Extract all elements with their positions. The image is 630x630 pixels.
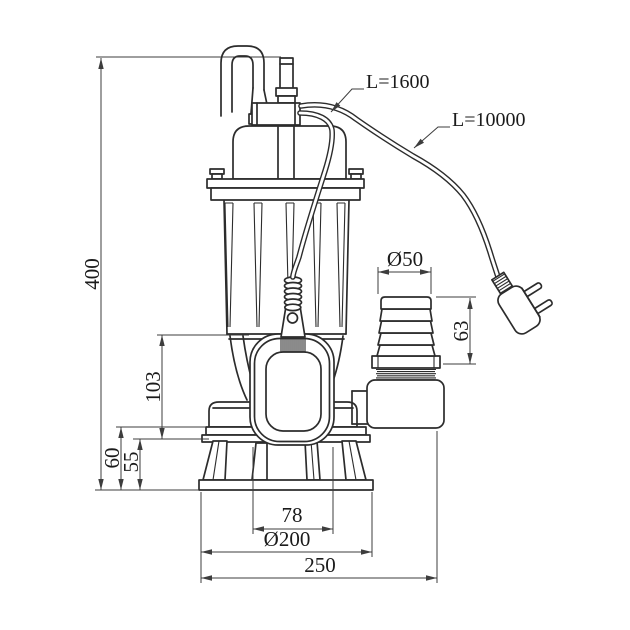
thread (376, 368, 436, 381)
dim-label-d200: Ø200 (264, 527, 311, 551)
dim-overall-width: 250 (201, 431, 438, 583)
discharge-pipe (351, 390, 369, 425)
rod-guide-tube (277, 126, 295, 179)
dim-label-55: 55 (119, 452, 143, 473)
dim-hose-height: 63 (436, 296, 476, 365)
cooling-slots (224, 202, 346, 328)
cable-spring-guard (283, 276, 303, 312)
discharge-elbow (366, 379, 445, 429)
dim-label-250: 250 (304, 553, 336, 577)
cable-gland-box (251, 102, 301, 126)
float-gland-hatch (280, 336, 306, 352)
dim-leg-height: 55 (119, 439, 143, 490)
float-switch (249, 276, 335, 446)
float-pivot-hole (286, 312, 299, 324)
strain-relief-ribs (492, 273, 513, 294)
motor-flange (206, 168, 365, 201)
dim-label-d50: Ø50 (387, 247, 423, 271)
power-plug (491, 271, 553, 335)
dim-label-103: 103 (141, 371, 165, 403)
leader-power-cable: L=10000 (413, 109, 526, 149)
dim-float-width: 78 (252, 447, 334, 534)
dim-label-78: 78 (282, 503, 303, 527)
label-power-cable-length: L=10000 (452, 109, 526, 131)
power-cable (298, 102, 501, 280)
float-rod (275, 57, 298, 104)
dim-outlet-height: 60 (100, 426, 206, 490)
dim-overall-height: 400 (80, 58, 199, 491)
leader-float-cable: L=1600 (330, 71, 430, 113)
dimensions: 400 103 60 55 (80, 58, 526, 583)
dim-label-400: 400 (80, 258, 104, 290)
coupling-nut (371, 355, 441, 369)
float-cable (290, 110, 335, 280)
label-float-cable-length: L=1600 (366, 71, 430, 93)
dim-hose-diameter: Ø50 (377, 247, 432, 294)
hose-barb (376, 296, 436, 357)
plug-face (521, 287, 541, 318)
base-plate (198, 479, 374, 491)
pump-body (198, 45, 445, 491)
dim-float-height: 103 (133, 334, 249, 440)
pump-legs (202, 440, 367, 481)
dim-base-diameter: Ø200 (200, 492, 373, 583)
dim-label-60: 60 (100, 448, 124, 469)
dim-label-63: 63 (449, 321, 473, 342)
